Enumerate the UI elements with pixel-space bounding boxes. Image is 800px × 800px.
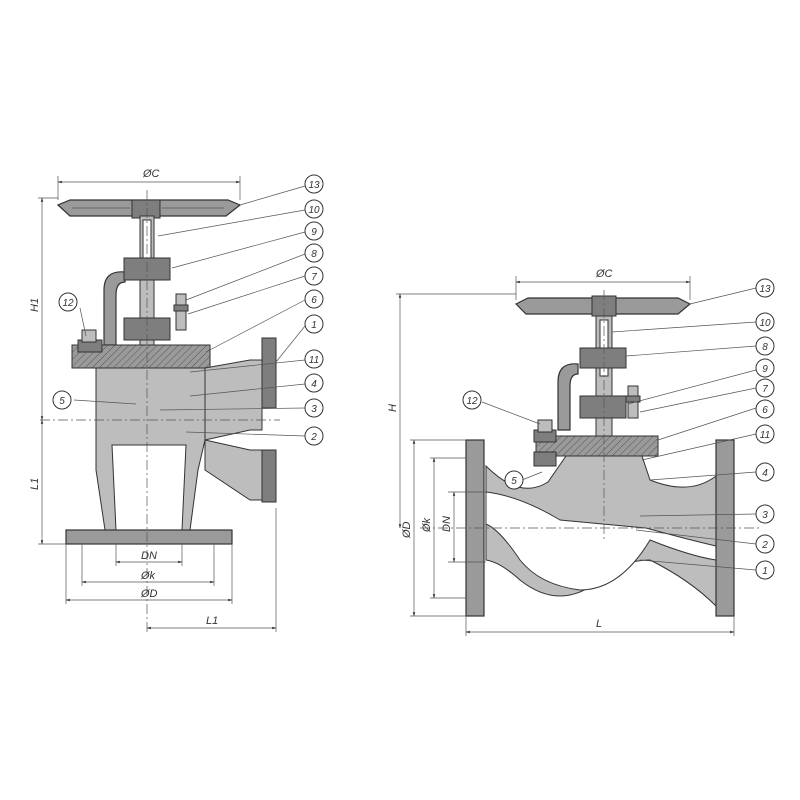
svg-text:6: 6 (762, 405, 768, 416)
svg-text:13: 13 (308, 180, 320, 191)
svg-text:10: 10 (308, 205, 320, 216)
right-handwheel (514, 295, 692, 317)
right-yoke (557, 347, 641, 431)
left-dim-ok-label: Øk (140, 570, 156, 582)
left-dim-h1-label: H1 (29, 298, 41, 312)
right-view: ØC H ØD Øk DN (387, 268, 775, 636)
right-bonnet (533, 419, 659, 467)
left-dim-l1v-label: L1 (29, 478, 41, 490)
left-callout-4: 4 (304, 373, 324, 393)
left-callout-13: 13 (304, 174, 324, 194)
svg-text:1: 1 (762, 566, 768, 577)
svg-text:2: 2 (310, 432, 317, 443)
left-callout-11: 11 (304, 349, 324, 369)
svg-text:4: 4 (762, 468, 768, 479)
left-dim-od-label: ØD (140, 588, 158, 600)
right-dim-dn: DN (441, 491, 486, 563)
right-callout-2: 2 (755, 534, 775, 554)
svg-text:6: 6 (311, 295, 317, 306)
left-callout-10: 10 (304, 199, 324, 219)
right-callout-5: 5 (504, 470, 524, 490)
left-dim-h1: H1 (29, 197, 58, 421)
svg-text:13: 13 (759, 284, 771, 295)
svg-text:1: 1 (311, 320, 317, 331)
svg-text:3: 3 (762, 510, 768, 521)
svg-text:8: 8 (762, 342, 768, 353)
right-dim-oc-label: ØC (595, 268, 613, 280)
right-callout-1: 1 (755, 560, 775, 580)
right-dim-ok: Øk (421, 457, 466, 599)
right-callout-7: 7 (755, 378, 775, 398)
left-callout-5: 5 (52, 390, 72, 410)
left-callout-6: 6 (304, 289, 324, 309)
left-callout-3: 3 (304, 398, 324, 418)
svg-text:3: 3 (311, 404, 317, 415)
right-callout-13: 13 (755, 278, 775, 298)
svg-text:9: 9 (762, 364, 768, 375)
right-callouts: 13 10 8 9 7 6 11 4 3 2 1 12 5 (462, 278, 775, 580)
right-dim-l-label: L (596, 618, 602, 630)
left-dim-od: ØD (65, 544, 233, 604)
svg-text:12: 12 (62, 298, 74, 309)
right-dim-h-label: H (387, 404, 399, 412)
left-dim-ok: Øk (81, 544, 215, 586)
svg-text:11: 11 (760, 430, 770, 441)
svg-text:8: 8 (311, 249, 317, 260)
right-callout-6: 6 (755, 399, 775, 419)
svg-text:2: 2 (761, 540, 768, 551)
left-callout-12: 12 (58, 292, 78, 312)
left-callout-7: 7 (304, 266, 324, 286)
right-dim-ok-label: Øk (421, 517, 433, 533)
left-callouts: 13 10 9 8 7 6 1 11 4 3 2 12 5 (52, 174, 324, 446)
right-dim-od: ØD (401, 439, 466, 617)
svg-text:10: 10 (759, 318, 771, 329)
right-dim-l: L (465, 616, 735, 636)
svg-text:5: 5 (59, 396, 65, 407)
left-body (65, 337, 277, 545)
left-callout-2: 2 (304, 426, 324, 446)
svg-text:7: 7 (311, 272, 317, 283)
svg-text:5: 5 (511, 476, 517, 487)
left-dim-l1h-label: L1 (206, 615, 218, 627)
right-dim-dn-label: DN (441, 516, 453, 532)
right-dim-oc: ØC (515, 268, 691, 300)
svg-text:11: 11 (309, 355, 319, 366)
left-dim-dn-label: DN (141, 550, 157, 562)
left-callout-1: 1 (304, 314, 324, 334)
svg-text:9: 9 (311, 227, 317, 238)
right-callout-10: 10 (755, 312, 775, 332)
left-callout-8: 8 (304, 243, 324, 263)
right-dim-h: H (387, 293, 516, 529)
right-dim-od-label: ØD (401, 521, 413, 539)
svg-text:12: 12 (466, 396, 478, 407)
svg-text:7: 7 (762, 384, 768, 395)
svg-text:4: 4 (311, 379, 317, 390)
right-callout-3: 3 (755, 504, 775, 524)
left-dim-l1-horizontal: L1 (146, 508, 277, 632)
right-callout-4: 4 (755, 462, 775, 482)
right-callout-11: 11 (755, 424, 775, 444)
right-callout-12: 12 (462, 390, 482, 410)
left-dim-oc-label: ØC (142, 168, 160, 180)
right-callout-8: 8 (755, 336, 775, 356)
left-view: ØC H1 L1 DN Øk (29, 168, 324, 635)
right-callout-9: 9 (755, 358, 775, 378)
left-dim-oc: ØC (57, 168, 241, 200)
left-callout-9: 9 (304, 221, 324, 241)
left-handwheel (56, 199, 242, 219)
left-dim-dn: DN (115, 544, 183, 566)
left-dim-l1-vertical: L1 (29, 419, 66, 545)
